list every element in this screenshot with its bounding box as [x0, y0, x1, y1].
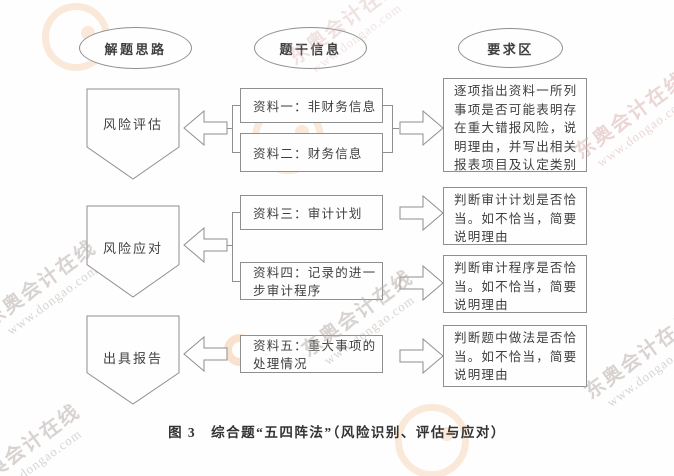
- connector-line: [227, 128, 232, 129]
- requirement-box-1: 逐项指出资料一所列 事项是否可能表明存 在重大错报风险，说 明理由，并写出相关 …: [443, 78, 587, 172]
- stage-issue-report: 出具报告: [86, 315, 180, 405]
- pentagon-shape: [86, 205, 180, 298]
- header-label: 要求区: [487, 41, 534, 57]
- pentagon-shape: [86, 88, 180, 180]
- header-ellipse-stem-info: 题干信息: [254, 27, 367, 69]
- pentagon-shape: [86, 315, 180, 405]
- connector-line: [392, 105, 393, 153]
- material-box-1: 资料一：非财务信息: [240, 88, 383, 123]
- material-box-2: 资料二：财务信息: [240, 133, 383, 172]
- connector-line: [232, 105, 233, 153]
- material-label: 资料三：审计计划: [253, 207, 363, 221]
- stage-risk-response: 风险应对: [86, 205, 180, 298]
- connector-line: [232, 105, 240, 106]
- header-ellipse-requirements: 要求区: [458, 28, 563, 68]
- requirement-box-4: 判断题中做法是否恰 当。如不恰当，简要 说明理由: [443, 325, 587, 387]
- header-label: 解题思路: [104, 41, 167, 57]
- material-box-4: 资料四：记录的进一 步审计程序: [240, 262, 383, 300]
- connector-line: [232, 212, 233, 282]
- right-arrow-3: [399, 264, 444, 302]
- header-ellipse-solution-approach: 解题思路: [79, 27, 192, 69]
- right-arrow-1: [399, 109, 444, 147]
- connector-line: [232, 281, 240, 282]
- requirement-box-2: 判断审计计划是否恰 当。如不恰当，简要 说明理由: [443, 187, 587, 245]
- connector-line: [232, 152, 240, 153]
- right-arrow-2: [399, 194, 444, 232]
- left-arrow-2: [183, 226, 228, 264]
- connector-line: [392, 128, 399, 129]
- stage-label: 出具报告: [102, 351, 163, 366]
- stage-label: 风险评估: [102, 117, 163, 132]
- material-box-5: 资料五：重大事项的 处理情况: [240, 335, 383, 373]
- material-label: 资料二：财务信息: [253, 147, 363, 161]
- right-arrow-4: [399, 337, 444, 375]
- connector-line: [227, 245, 232, 246]
- stage-label: 风险应对: [102, 241, 163, 256]
- left-arrow-1: [183, 109, 228, 147]
- requirement-box-3: 判断审计程序是否恰 当。如不恰当，简要 说明理由: [443, 255, 587, 313]
- connector-line: [383, 152, 392, 153]
- material-box-3: 资料三：审计计划: [240, 195, 383, 230]
- material-label: 资料一：非财务信息: [253, 100, 377, 114]
- connector-line: [232, 212, 240, 213]
- connector-line: [383, 105, 392, 106]
- left-arrow-3: [183, 335, 228, 373]
- stage-risk-assessment: 风险评估: [86, 88, 180, 180]
- header-label: 题干信息: [279, 41, 342, 57]
- brand-logo-icon: [395, 404, 469, 476]
- figure-caption: 图 3 综合题“五四阵法”（风险识别、评估与应对）: [168, 425, 506, 440]
